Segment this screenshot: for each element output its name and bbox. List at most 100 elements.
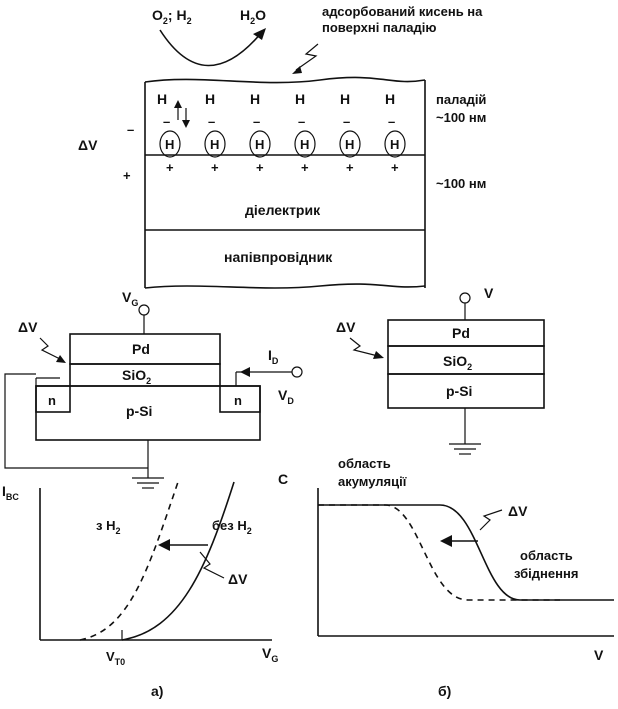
h-dipole: – H (294, 114, 316, 158)
accumulation-label-line2: акумуляції (338, 474, 407, 489)
plot-a-shift-arrowhead (158, 539, 170, 551)
cap-p-si-layer (387, 373, 545, 409)
cap-sio2-label: SiO2 (443, 353, 472, 372)
svg-text:H: H (390, 137, 399, 152)
svg-text:–: – (388, 114, 395, 129)
mosfet-structure: VG Pd SiO2 p-Si n n ID VD (4, 289, 303, 489)
pd-label: Pd (132, 341, 150, 357)
accumulation-label-line1: область (338, 456, 391, 471)
cap-pd-label: Pd (452, 325, 470, 341)
ground-symbol (132, 477, 164, 489)
p-si-label: p-Si (126, 403, 152, 419)
plot-b-delta-v-pointer (479, 509, 503, 531)
svg-text:H: H (300, 137, 309, 152)
plot-b-shift-arrowhead (440, 535, 452, 547)
h-atom: H (205, 91, 215, 107)
n-source-label: n (48, 393, 56, 408)
id-label: ID (268, 347, 279, 366)
mosfet-delta-v-arrowhead (56, 355, 66, 363)
plot-b-x-label: V (594, 647, 604, 663)
svg-text:–: – (343, 114, 350, 129)
sio2-label: SiO2 (122, 367, 151, 386)
svg-text:H: H (255, 137, 264, 152)
panel-a-label: а) (151, 683, 163, 699)
without-h2-label: без H2 (212, 518, 252, 536)
semiconductor-label: напівпровідник (224, 249, 333, 265)
semiconductor-bottom-wavy-edge (144, 283, 426, 289)
interface-plus-charges: + + + + + + + (123, 160, 399, 183)
vg-label: VG (122, 289, 138, 308)
dielectric-label: діелектрик (245, 202, 321, 218)
h-atom: H (385, 91, 395, 107)
svg-text:+: + (166, 160, 174, 175)
palladium-thickness: ~100 нм (436, 110, 486, 125)
o2-h2-label: O2; H2 (152, 7, 192, 26)
capacitor-ground-symbol (449, 443, 481, 455)
mosfet-delta-v: ΔV (18, 319, 38, 335)
plot-a-delta-v-pointer (199, 551, 225, 579)
h-dipole: – H (249, 114, 271, 158)
adsorbed-oxygen-line1: адсорбований кисень на (322, 4, 483, 19)
panel-b-label: б) (438, 683, 451, 699)
adsorbed-oxygen-arrowhead (292, 66, 302, 74)
h-atom: H (250, 91, 260, 107)
cv-curve-without-h2 (318, 504, 614, 601)
plot-b-y-label: C (278, 471, 288, 487)
svg-text:+: + (123, 168, 131, 183)
diffusion-arrows (174, 100, 190, 128)
dielectric-thickness: ~100 нм (436, 176, 486, 191)
svg-text:+: + (301, 160, 309, 175)
svg-text:+: + (391, 160, 399, 175)
h-dipole: – H (159, 114, 181, 158)
plot-a-y-label: IBC (2, 483, 19, 502)
h-dipole: – H (204, 114, 226, 158)
h-dipole: – H (384, 114, 406, 158)
svg-text:–: – (298, 114, 305, 129)
plot-a-transfer-characteristic: IBC VG VT0 з H2 без H2 ΔV а) (2, 481, 278, 699)
svg-text:+: + (211, 160, 219, 175)
with-h2-label: з H2 (96, 518, 120, 536)
capacitor-delta-v-pointer (349, 337, 379, 357)
svg-text:–: – (163, 114, 170, 129)
mos-capacitor-structure: V Pd SiO2 p-Si ΔV (336, 285, 545, 455)
svg-text:+: + (346, 160, 354, 175)
curve-with-h2 (79, 481, 179, 641)
plot-a-delta-v: ΔV (228, 571, 248, 587)
svg-text:H: H (165, 137, 174, 152)
h-atom: H (340, 91, 350, 107)
reaction-arc (159, 29, 263, 67)
palladium-label: паладій (436, 92, 486, 107)
depletion-label-line2: збіднення (514, 566, 578, 581)
surface-h-atoms: H H H H H H (157, 91, 395, 107)
source-to-ground-wire (4, 373, 148, 469)
top-delta-v: ΔV (78, 137, 98, 153)
svg-text:+: + (256, 160, 264, 175)
h-atom: H (295, 91, 305, 107)
svg-text:–: – (253, 114, 260, 129)
interface-h-dipoles: – H – H – H – H – H (159, 114, 406, 158)
svg-text:–: – (208, 114, 215, 129)
adsorbed-oxygen-pointer (295, 43, 319, 71)
gas-adsorption-panel: O2; H2 H2O адсорбований кисень на поверх… (78, 4, 486, 289)
gate-terminal (138, 304, 150, 316)
adsorbed-oxygen-line2: поверхні паладію (322, 20, 436, 35)
n-drain-region (219, 385, 261, 413)
cap-p-si-label: p-Si (446, 383, 472, 399)
palladium-top-wavy-edge (144, 76, 426, 84)
capacitor-delta-v-arrowhead (373, 351, 384, 359)
plot-b-delta-v: ΔV (508, 503, 528, 519)
mosfet-delta-v-pointer (39, 337, 63, 361)
reaction-arrowhead (253, 28, 266, 40)
h-dipole: – H (339, 114, 361, 158)
curve-without-h2 (121, 481, 235, 641)
svg-text:H: H (345, 137, 354, 152)
capacitor-v-label: V (484, 285, 494, 301)
h2o-label: H2O (240, 7, 266, 26)
drain-terminal (291, 366, 303, 378)
plot-b-capacitance-voltage: C V область акумуляції ΔV область збідне… (278, 456, 614, 699)
n-source-region (35, 385, 71, 413)
vd-label: VD (278, 387, 294, 406)
cv-curve-with-h2 (318, 504, 560, 601)
svg-text:H: H (210, 137, 219, 152)
